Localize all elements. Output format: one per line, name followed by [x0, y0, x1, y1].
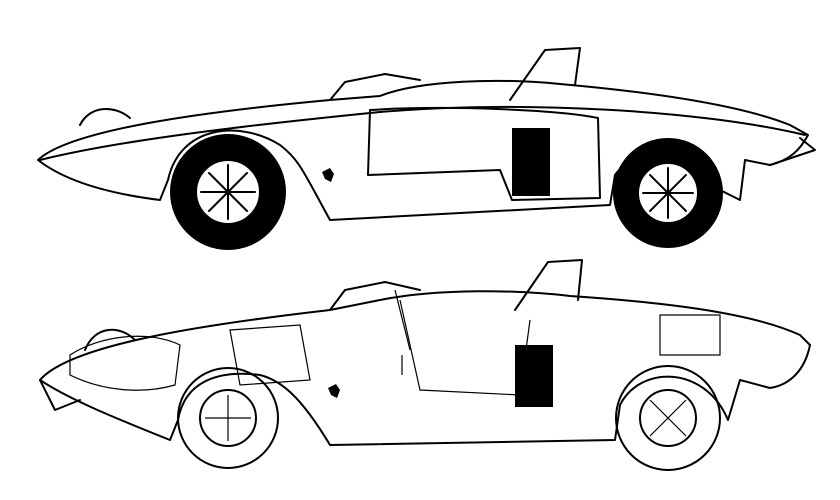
cutaway-roll-bar	[514, 259, 583, 311]
engine	[69, 324, 311, 391]
cutaway-front-wheel	[177, 367, 279, 469]
belt-line	[39, 105, 806, 161]
car-exterior-view	[37, 47, 816, 250]
cutaway-rear-wheel	[615, 365, 721, 471]
rear-wheel	[613, 138, 723, 248]
side-vent	[512, 128, 550, 196]
headlight-pod	[79, 107, 131, 126]
nose-intake	[39, 328, 136, 411]
door	[367, 107, 601, 201]
car-cutaway-view	[39, 259, 811, 471]
roll-bar	[509, 47, 581, 101]
cutaway-side-vent	[515, 345, 553, 407]
windshield	[329, 73, 421, 101]
seat	[399, 299, 531, 396]
rear-fin	[769, 137, 816, 166]
cutaway-body-outline	[39, 290, 811, 446]
fuel-tank	[659, 314, 721, 356]
cutaway-emblem	[328, 384, 340, 398]
emblem	[322, 168, 334, 182]
cutaway-windshield	[329, 281, 421, 311]
steering	[394, 289, 411, 375]
front-wheel	[170, 134, 286, 250]
